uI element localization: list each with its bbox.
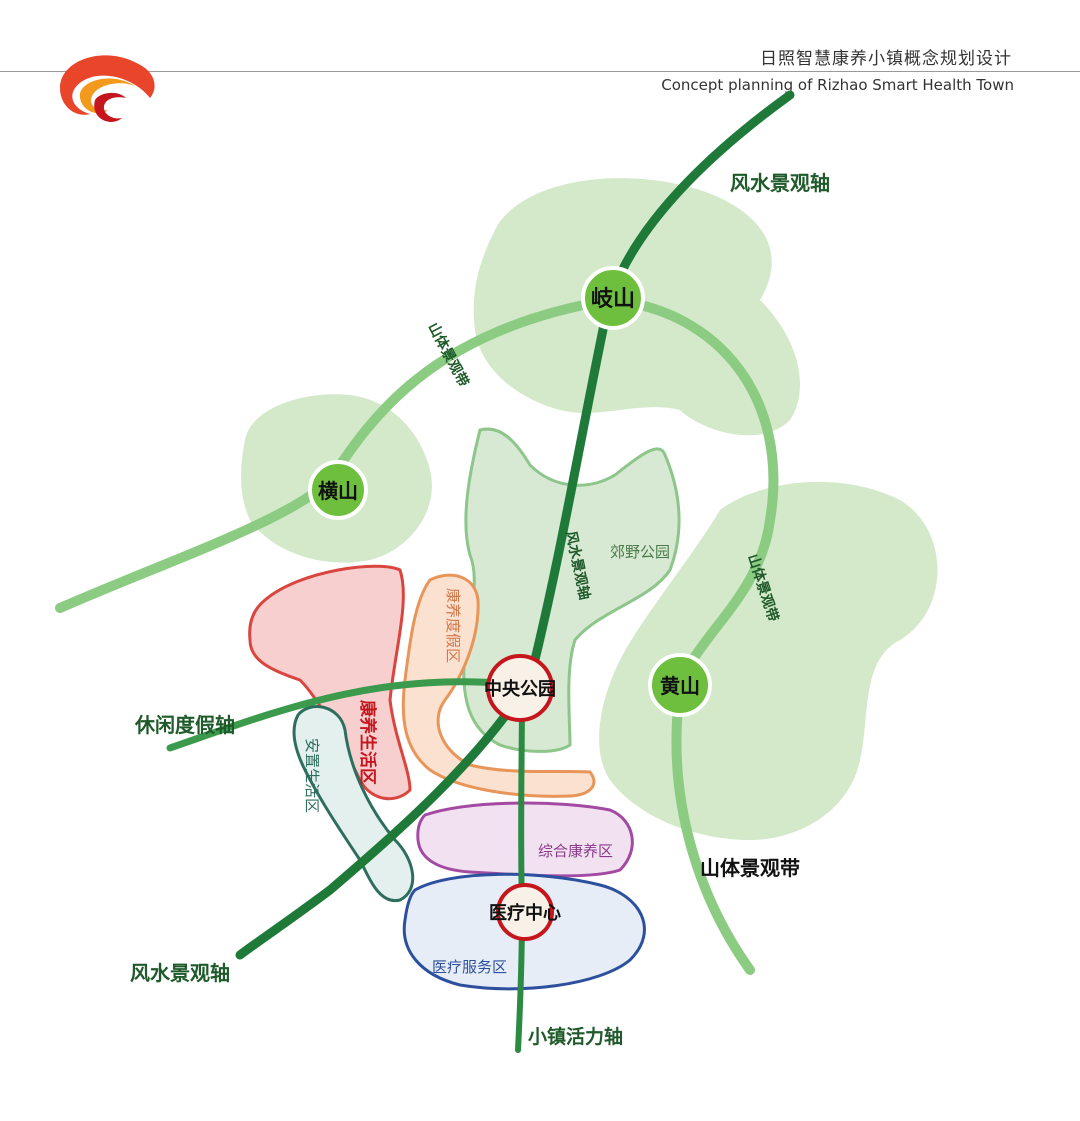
node-hengshan[interactable]: 横山 (308, 460, 368, 520)
node-medical-center-label: 医疗中心 (489, 902, 561, 924)
node-huangshan-label: 黄山 (660, 674, 700, 698)
integrated-health-zone (416, 801, 634, 878)
label-country-park: 郊野公园 (610, 543, 670, 561)
label-integrated-health-zone: 综合康养区 (538, 842, 613, 860)
title-chinese: 日照智慧康养小镇概念规划设计 (760, 49, 1012, 69)
header-divider (0, 71, 1080, 72)
mountain-area-east (599, 481, 938, 840)
mountain-band-east (605, 295, 779, 975)
node-huangshan[interactable]: 黄山 (648, 653, 712, 717)
health-living-zone (248, 564, 412, 801)
node-zhanshan[interactable]: 岐山 (581, 266, 645, 330)
label-resort-zone: 康养度假区 (444, 588, 462, 663)
node-medical-center[interactable]: 医疗中心 (489, 883, 561, 941)
label-health-living-zone: 康养生活区 (357, 700, 378, 785)
label-medical-service-zone: 医疗服务区 (432, 958, 507, 976)
label-leisure-axis: 休闲度假轴 (134, 713, 235, 737)
node-central-park-label: 中央公园 (484, 678, 556, 700)
label-shanti-band-bottom: 山体景观带 (700, 856, 800, 880)
label-shanti-band-left: 山体景观带 (424, 320, 472, 390)
node-zhanshan-label: 岐山 (591, 286, 635, 312)
title-english: Concept planning of Rizhao Smart Health … (661, 76, 1014, 94)
label-fengshui-axis-bottom: 风水景观轴 (130, 961, 230, 985)
leisure-axis (166, 678, 524, 752)
resort-zone (401, 573, 596, 798)
label-fengshui-axis-top: 风水景观轴 (730, 171, 830, 195)
resettlement-zone (292, 705, 415, 903)
label-resettlement-zone: 安置生活区 (303, 738, 321, 813)
node-hengshan-label: 横山 (318, 479, 358, 503)
node-central-park[interactable]: 中央公园 (484, 654, 556, 722)
fengshui-axis (235, 90, 795, 960)
label-town-vitality-axis: 小镇活力轴 (528, 1025, 623, 1048)
logo-icon (60, 55, 155, 122)
